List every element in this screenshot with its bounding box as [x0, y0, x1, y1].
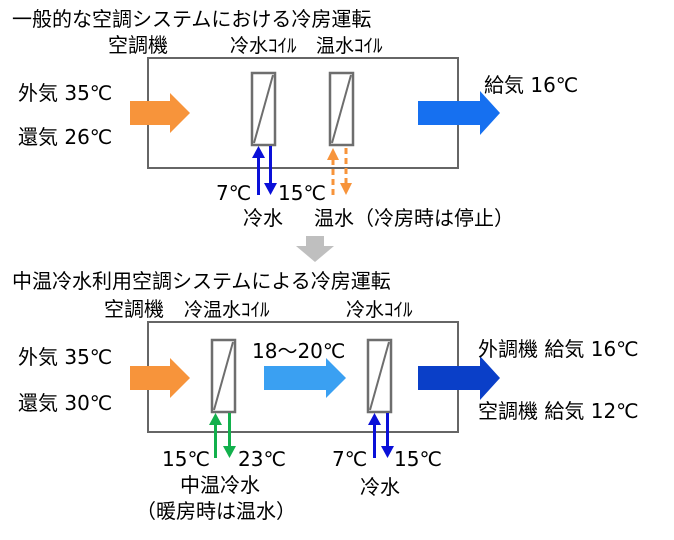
bottom-cooling-coil	[366, 338, 393, 414]
top-chilled-supply-temp: 7℃	[216, 181, 251, 205]
top-hot-water-arrows	[327, 148, 352, 195]
bottom-supply-outdoor-unit-label: 外調機 給気 16℃	[478, 337, 639, 361]
bottom-medium-water-note: （暖房時は温水）	[136, 499, 296, 523]
bottom-chilled-water-arrows	[368, 413, 394, 458]
top-supply-air-label: 給気 16℃	[484, 73, 578, 97]
bottom-medium-return-temp: 23℃	[238, 447, 286, 471]
bottom-supply-ahu-label: 空調機 給気 12℃	[478, 399, 639, 423]
top-cooling-coil	[250, 71, 277, 147]
bottom-supply-arrow	[418, 356, 500, 400]
top-heating-coil-label: 温水ｺｲﾙ	[316, 35, 383, 57]
bottom-return-air-label: 還気 30℃	[18, 391, 112, 415]
bottom-mid-arrow	[264, 358, 346, 398]
top-chilled-water-arrows	[252, 146, 277, 195]
top-chilled-return-temp: 15℃	[278, 181, 326, 205]
bottom-title: 中温冷水利用空調システムによる冷房運転	[12, 269, 391, 293]
top-inflow-arrow	[130, 93, 190, 133]
bottom-medium-supply-temp: 15℃	[162, 447, 210, 471]
bottom-inflow-arrow	[130, 358, 190, 398]
bottom-cooling-coil-label: 冷水ｺｲﾙ	[346, 299, 413, 321]
bottom-chilled-return-temp: 15℃	[394, 447, 442, 471]
top-cooling-coil-label: 冷水ｺｲﾙ	[230, 35, 297, 57]
top-return-air-label: 還気 26℃	[18, 125, 112, 149]
top-unit-label: 空調機	[108, 33, 168, 57]
top-chilled-water-label: 冷水	[243, 206, 283, 230]
bottom-medium-water-arrows	[209, 413, 236, 458]
top-air-handler-box	[147, 57, 459, 169]
bottom-unit-label: 空調機	[104, 297, 164, 321]
bottom-medium-water-label: 中温冷水	[180, 473, 260, 497]
top-supply-arrow	[418, 91, 500, 135]
top-heating-coil	[328, 71, 355, 147]
bottom-chilled-supply-temp: 7℃	[332, 447, 367, 471]
bottom-mid-air-label: 18～20℃	[252, 339, 345, 363]
transition-arrow	[296, 236, 334, 262]
bottom-chilled-water-label: 冷水	[360, 475, 400, 499]
bottom-outdoor-air-label: 外気 35℃	[18, 345, 112, 369]
top-hot-water-label: 温水（冷房時は停止）	[314, 206, 514, 230]
bottom-medium-coil-label: 冷温水ｺｲﾙ	[184, 299, 270, 321]
bottom-medium-coil	[210, 338, 237, 414]
top-outdoor-air-label: 外気 35℃	[18, 81, 112, 105]
top-title: 一般的な空調システムにおける冷房運転	[12, 7, 371, 31]
